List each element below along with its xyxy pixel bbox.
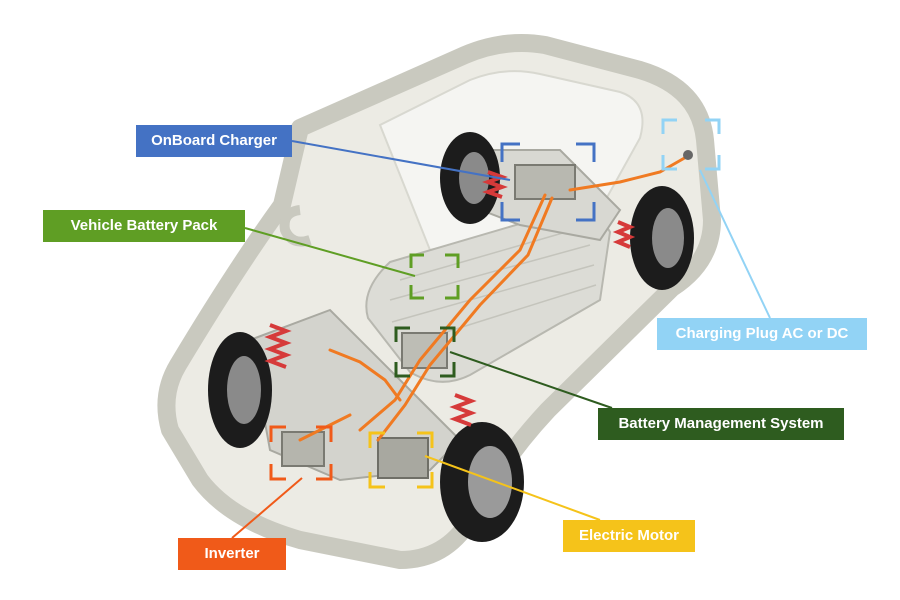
wheel-rear-left xyxy=(440,132,500,224)
battery-management-system-label: Battery Management System xyxy=(598,408,844,440)
motor-leader xyxy=(424,455,601,521)
bms-bracket xyxy=(394,326,456,378)
inverter-label: Inverter xyxy=(178,538,286,570)
bms-leader xyxy=(449,351,613,409)
charging-plug-bracket xyxy=(661,118,721,171)
side-mirror xyxy=(279,205,312,247)
charger-bracket xyxy=(500,142,596,222)
charger-unit xyxy=(514,164,576,200)
vehicle-battery-pack-label: Vehicle Battery Pack xyxy=(43,210,245,242)
inverter-bracket xyxy=(269,425,333,481)
charging-plug-label: Charging Plug AC or DC xyxy=(657,318,867,350)
charging-plug-leader xyxy=(699,169,771,319)
wheel-front-left xyxy=(208,332,272,448)
onboard-charger-label: OnBoard Charger xyxy=(136,125,292,157)
wheel-front-right xyxy=(440,422,524,542)
inverter-leader xyxy=(231,477,303,539)
electric-motor-label: Electric Motor xyxy=(563,520,695,552)
charger-leader xyxy=(291,140,511,181)
motor-bracket xyxy=(368,431,434,489)
battery-pack-leader xyxy=(244,227,416,277)
charge-port xyxy=(683,150,693,160)
wheel-rear-right xyxy=(630,186,694,290)
suspension-springs xyxy=(264,170,636,427)
motor-unit xyxy=(377,437,429,479)
battery-pack-bracket xyxy=(409,253,460,300)
